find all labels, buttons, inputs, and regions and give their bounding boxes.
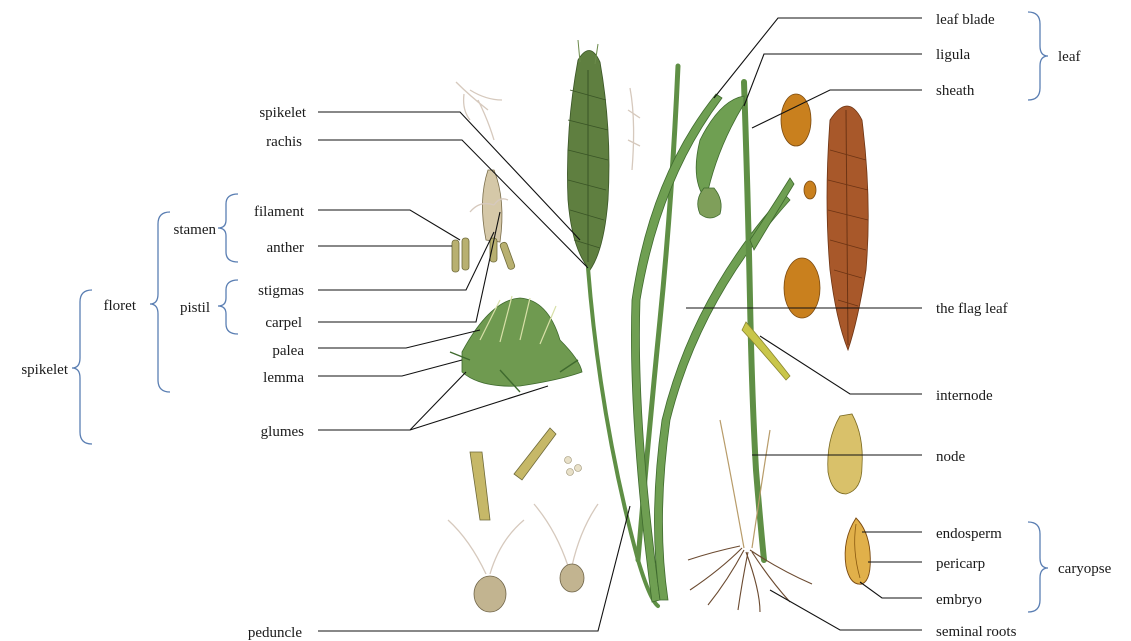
brace-floret (150, 212, 170, 392)
brace-stamen (218, 194, 238, 262)
label-stigmas: stigmas (258, 283, 304, 299)
brace-leaf (1028, 12, 1048, 100)
label-pericarp: pericarp (936, 556, 985, 572)
wheat-illustration (448, 40, 870, 612)
leader-ligula (744, 54, 922, 106)
labels: leaf blade ligula sheath leaf spikelet r… (21, 12, 1111, 641)
label-spikelet-group: spikelet (21, 362, 68, 378)
label-internode: internode (936, 388, 993, 404)
label-palea: palea (272, 343, 304, 359)
label-endosperm: endosperm (936, 526, 1002, 542)
brace-caryopse (1028, 522, 1048, 612)
upper-leaf (750, 178, 794, 250)
long-leaf-cross (654, 194, 790, 600)
label-pistil: pistil (180, 300, 210, 316)
leader-internode (760, 336, 922, 394)
caryopsis-section (845, 518, 870, 584)
label-carpel: carpel (265, 315, 302, 331)
leader-glumes-1 (318, 372, 466, 430)
label-rachis: rachis (266, 134, 302, 150)
label-sheath: sheath (936, 83, 975, 99)
brace-spikelet-group (72, 290, 92, 444)
label-glumes: glumes (261, 424, 304, 440)
leader-lemma (318, 360, 462, 376)
leader-palea (318, 330, 480, 348)
green-ear (567, 40, 609, 270)
lower-details (448, 428, 598, 612)
label-anther: anther (267, 240, 304, 256)
leader-filament (318, 210, 460, 240)
label-leaf-blade: leaf blade (936, 12, 995, 28)
label-embryo: embryo (936, 592, 982, 608)
label-ligula: ligula (936, 47, 971, 63)
label-seminal-roots: seminal roots (936, 624, 1017, 640)
brown-ear (827, 106, 868, 350)
leader-seminal-roots (770, 590, 922, 630)
grain-2 (804, 181, 816, 199)
label-caryopse: caryopse (1058, 561, 1112, 577)
label-peduncle: peduncle (248, 625, 302, 641)
label-node: node (936, 449, 966, 465)
label-leaf: leaf (1058, 49, 1080, 65)
label-stamen: stamen (174, 222, 217, 238)
label-floret: floret (104, 298, 137, 314)
leader-lines (318, 18, 922, 631)
roots (688, 420, 812, 612)
husked-grain (828, 414, 863, 494)
brace-pistil (218, 280, 238, 334)
leader-spikelet (318, 112, 580, 240)
label-spikelet-top: spikelet (259, 105, 306, 121)
label-the-flag-leaf: the flag leaf (936, 301, 1008, 317)
open-spikelet (450, 296, 582, 392)
leader-carpel (318, 212, 500, 322)
small-spikelet (698, 188, 721, 218)
floret-drawings (452, 82, 640, 272)
grain-3 (784, 258, 820, 318)
leader-peduncle (318, 506, 630, 631)
label-lemma: lemma (263, 370, 304, 386)
leader-embryo (860, 582, 922, 598)
braces (72, 12, 1048, 612)
label-filament: filament (254, 204, 305, 220)
